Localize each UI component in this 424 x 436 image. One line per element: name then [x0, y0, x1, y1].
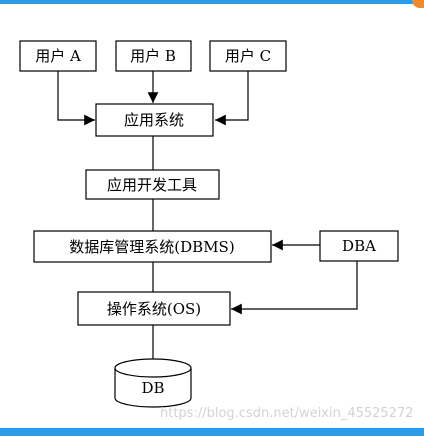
node-dba-label: DBA: [342, 237, 376, 255]
node-user-c-label: 用户 C: [225, 47, 271, 65]
node-app-system-box: [95, 103, 214, 137]
corner-badge: [412, 0, 424, 8]
node-dev-tools-box: [85, 169, 220, 200]
watermark-text: https://blog.csdn.net/weixin_45525272: [160, 406, 414, 421]
node-user-b-label: 用户 B: [130, 47, 176, 65]
node-os-label: 操作系统(OS): [107, 300, 201, 318]
edge-user-c-to-app: [215, 71, 249, 126]
node-dbms-box: [33, 230, 272, 263]
top-accent-bar: [0, 0, 424, 4]
node-os-box: [77, 291, 231, 326]
edge-dba-to-os: [231, 261, 358, 315]
node-app-system-label: 应用系统: [124, 111, 184, 129]
edge-user-a-to-app: [57, 71, 95, 126]
node-dbms-label: 数据库管理系统(DBMS): [69, 238, 234, 256]
node-db-cylinder: [114, 358, 192, 408]
node-db-label: DB: [141, 379, 164, 397]
node-user-a-box: [19, 40, 97, 72]
node-dba-box: [319, 230, 399, 262]
node-user-c-box: [209, 40, 287, 72]
node-user-a-label: 用户 A: [35, 47, 81, 65]
node-dev-tools-label: 应用开发工具: [107, 176, 197, 194]
bottom-accent-bar: [0, 428, 424, 436]
node-user-b-box: [115, 40, 192, 72]
